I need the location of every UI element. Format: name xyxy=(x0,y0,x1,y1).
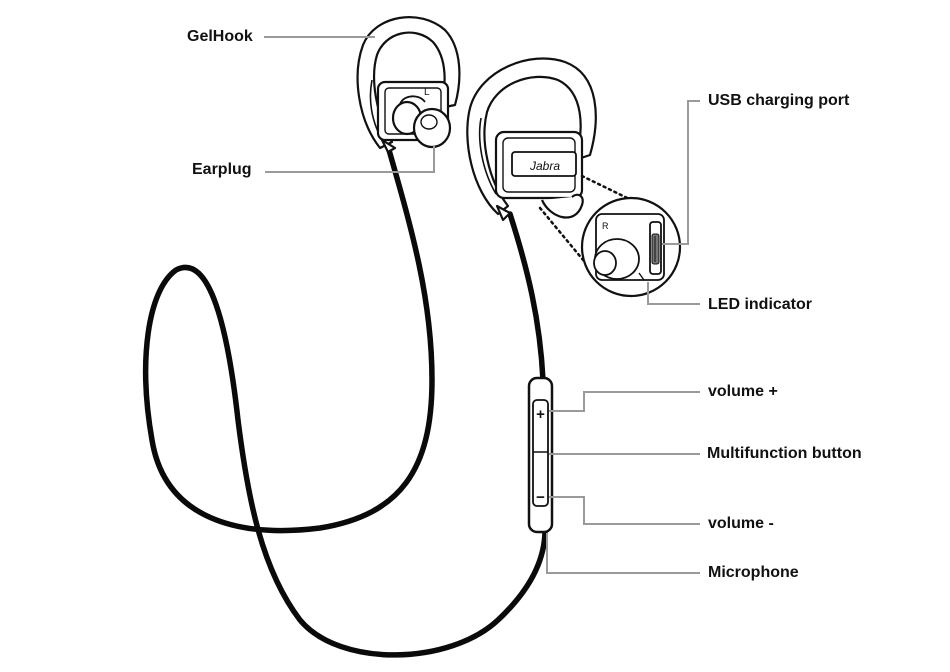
leader-usb-port xyxy=(662,100,700,245)
label-earplug: Earplug xyxy=(192,161,252,178)
right-earbud: Jabra xyxy=(466,57,597,222)
leader-volume-up xyxy=(549,391,700,412)
right-marker: R xyxy=(602,221,609,231)
cable xyxy=(507,211,546,383)
remote-control: + − xyxy=(527,376,554,534)
gelhook-right xyxy=(466,57,597,216)
leader-microphone xyxy=(546,533,700,574)
label-led-indicator: LED indicator xyxy=(708,296,813,313)
label-multifunction-button: Multifunction button xyxy=(707,445,862,462)
zoom-detail: R xyxy=(580,196,682,298)
leader-led xyxy=(647,282,700,305)
label-volume-down: volume - xyxy=(708,515,774,532)
left-earbud: L xyxy=(356,16,461,154)
label-microphone: Microphone xyxy=(708,564,799,581)
cable xyxy=(142,147,548,658)
left-marker: L xyxy=(424,87,430,98)
volume-down-glyph: − xyxy=(536,489,545,506)
label-volume-up: volume + xyxy=(708,383,778,400)
label-usb-charging-port: USB charging port xyxy=(708,92,850,109)
volume-up-glyph: + xyxy=(536,406,545,423)
leader-earplug xyxy=(265,146,435,173)
brand-logo: Jabra xyxy=(529,159,560,173)
leader-lines xyxy=(264,36,700,574)
leader-volume-down xyxy=(549,496,700,525)
gelhook-left xyxy=(356,16,461,150)
label-gelhook: GelHook xyxy=(187,28,253,45)
